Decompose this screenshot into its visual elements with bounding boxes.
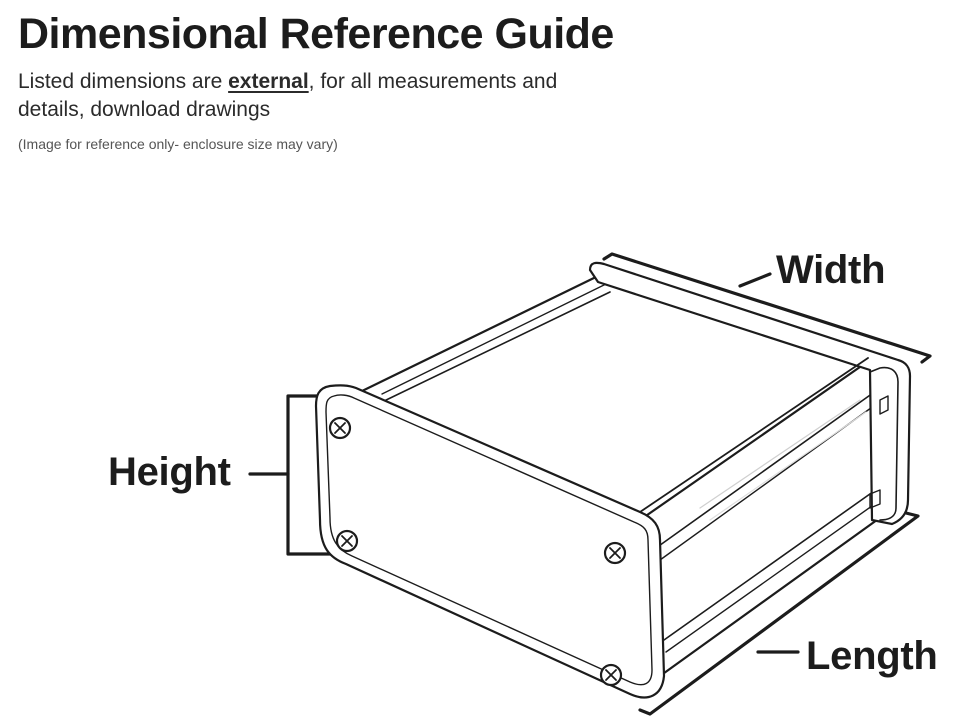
reference-note: (Image for reference only- enclosure siz… [18,136,338,152]
subtitle-text-start: Listed dimensions are [18,70,229,93]
subtitle-emphasis: external [228,70,309,93]
screw-top-left [328,416,352,440]
subtitle: Listed dimensions are external, for all … [18,68,598,124]
subtitle-text-end: , for all measurements and details, down… [18,70,558,121]
enclosure-front-plate [314,384,666,699]
enclosure-side-face [638,358,890,678]
page-title: Dimensional Reference Guide [18,10,614,58]
screw-top-right [603,541,627,565]
length-dimension-line [638,510,920,716]
length-label: Length [806,634,938,678]
screw-bottom-right [599,663,623,687]
height-dimension-line [248,394,332,556]
enclosure-top-face [358,274,870,522]
enclosure-back-plate [588,261,912,526]
height-label: Height [108,450,231,494]
screw-bottom-left [335,529,359,553]
width-label: Width [776,248,886,292]
